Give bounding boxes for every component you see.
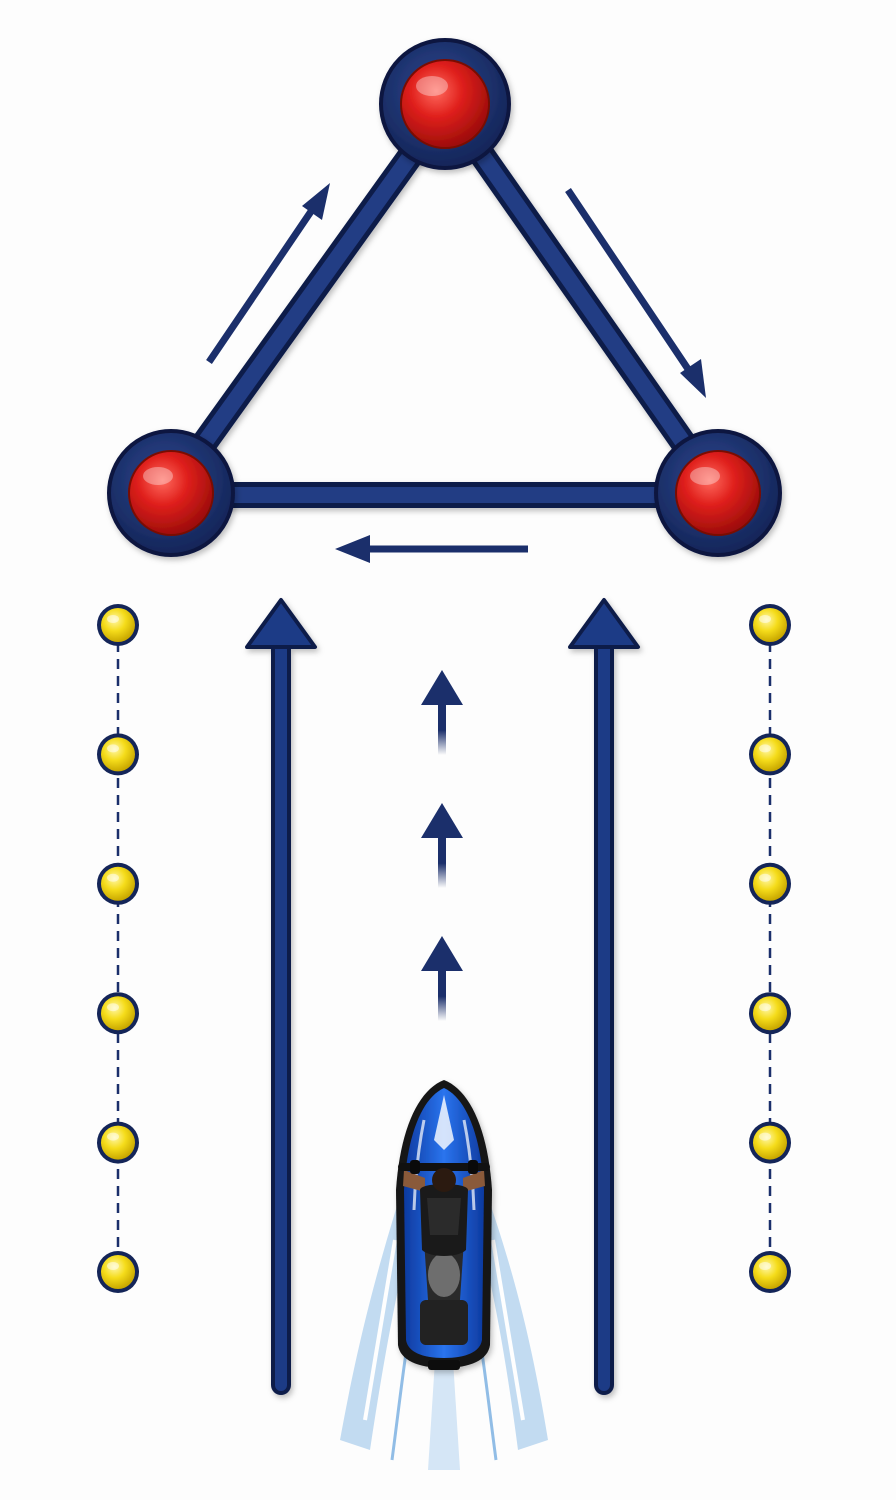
bottom-left-red-buoy xyxy=(107,429,235,557)
jet-ski-rear-deck xyxy=(420,1300,468,1345)
left-yellow-marker-buoy xyxy=(97,604,139,646)
top-red-buoy xyxy=(379,38,511,170)
center-direction-arrows xyxy=(421,670,463,1021)
rider-head xyxy=(432,1168,456,1192)
handlebar xyxy=(398,1163,490,1171)
center-arrow-middle xyxy=(421,803,463,888)
left-yellow-marker-buoy xyxy=(97,992,139,1035)
center-arrow-top xyxy=(421,670,463,755)
right-yellow-marker-buoy xyxy=(749,604,791,646)
triangle-path xyxy=(159,97,728,503)
right-lane-arrow xyxy=(568,598,640,1395)
bottom-right-red-buoy xyxy=(654,429,782,557)
right-yellow-marker-buoy xyxy=(749,862,791,905)
left-yellow-marker-buoy xyxy=(97,733,139,776)
arrow-up-icon xyxy=(421,936,463,971)
left-yellow-marker-buoy xyxy=(97,1121,139,1164)
arrow-left-icon xyxy=(335,535,528,563)
rider-icon xyxy=(398,1160,490,1256)
arrow-down-right-icon xyxy=(565,188,706,398)
triangle-direction-arrows xyxy=(206,183,706,563)
left-lane-arrow xyxy=(245,598,317,1395)
center-arrow-bottom xyxy=(421,936,463,1021)
right-yellow-marker-buoy xyxy=(749,992,791,1035)
right-marker-row xyxy=(749,604,791,1293)
left-yellow-marker-buoy xyxy=(97,862,139,905)
jet-ski-icon xyxy=(340,1080,548,1470)
arrow-up-right-icon xyxy=(206,183,330,364)
left-yellow-marker-buoy xyxy=(97,1251,139,1293)
right-yellow-marker-buoy xyxy=(749,1251,791,1293)
left-marker-row xyxy=(97,604,139,1293)
right-yellow-marker-buoy xyxy=(749,733,791,776)
arrow-up-icon xyxy=(568,598,640,649)
arrow-up-icon xyxy=(421,803,463,838)
right-yellow-marker-buoy xyxy=(749,1121,791,1164)
triangle-course xyxy=(154,92,733,508)
arrow-up-icon xyxy=(421,670,463,705)
arrow-up-icon xyxy=(245,598,317,649)
